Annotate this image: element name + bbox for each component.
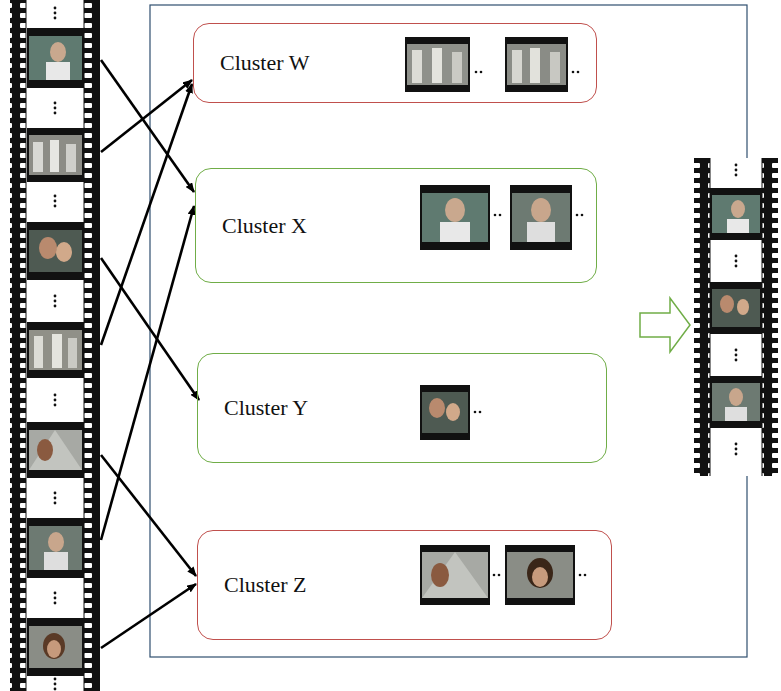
cluster-label: Cluster X bbox=[222, 213, 307, 239]
film-strip bbox=[694, 158, 778, 476]
assignment-arrow bbox=[101, 60, 194, 192]
ellipsis-dots bbox=[54, 7, 57, 691]
video-frame bbox=[27, 518, 84, 578]
assignment-arrow bbox=[101, 206, 194, 540]
cluster-label: Cluster Z bbox=[224, 572, 307, 598]
cluster-box: Cluster Y bbox=[197, 353, 607, 463]
assignment-arrow bbox=[101, 84, 192, 345]
cluster-box: Cluster X bbox=[195, 168, 597, 283]
assignment-arrow bbox=[101, 455, 196, 576]
assignment-arrow bbox=[101, 258, 199, 400]
video-frame bbox=[27, 28, 84, 88]
thumbnails bbox=[405, 37, 575, 605]
video-frame bbox=[27, 322, 84, 378]
video-frame bbox=[27, 422, 84, 478]
video-frame bbox=[27, 618, 84, 676]
film-strip bbox=[10, 0, 100, 691]
cluster-box: Cluster Z bbox=[197, 530, 612, 640]
output-arrow bbox=[640, 298, 690, 352]
assignment-arrow bbox=[101, 80, 192, 152]
video-frame bbox=[27, 222, 84, 280]
cluster-box: Cluster W bbox=[193, 23, 597, 103]
video-frame bbox=[27, 128, 84, 182]
cluster-panel bbox=[150, 5, 747, 657]
cluster-label: Cluster W bbox=[220, 50, 309, 76]
ellipsis-dots bbox=[474, 71, 587, 577]
cluster-label: Cluster Y bbox=[224, 395, 308, 421]
assignment-arrow bbox=[101, 584, 196, 648]
